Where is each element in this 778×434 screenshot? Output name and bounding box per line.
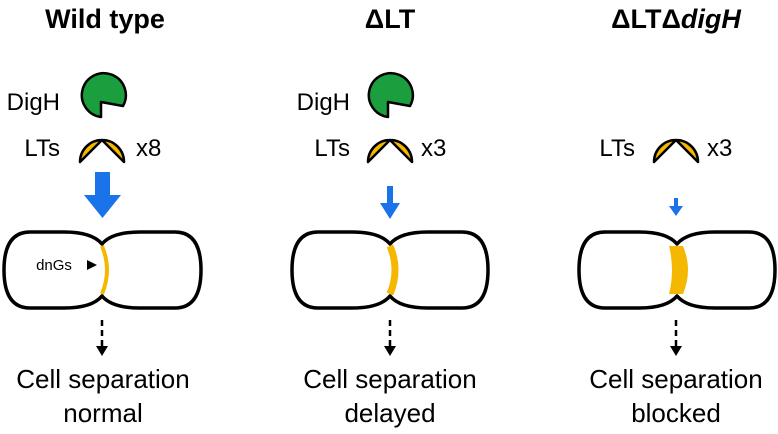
septum-label: dnGs — [36, 257, 72, 274]
process-arrow-icon — [384, 320, 396, 356]
digh-label: DigH — [7, 89, 60, 116]
process-arrow-icon — [670, 320, 682, 356]
outcome-line-2: blocked — [631, 398, 721, 428]
process-arrow-icon — [96, 320, 108, 356]
lts-label: LTs — [24, 135, 60, 162]
digh-label: DigH — [297, 89, 350, 116]
activity-arrow-icon — [380, 186, 400, 219]
outcome-line-1: Cell separation — [16, 364, 189, 394]
septum-pointer-icon — [87, 260, 97, 270]
outcome-line-2: normal — [63, 398, 142, 428]
panel-wild-type: Wild type DigH LTs x8 dnGs Cell separati… — [2, 4, 203, 428]
panel-title-main: ΔLTΔ — [611, 4, 681, 34]
dividing-cell-icon — [290, 230, 490, 310]
panel-delta-lt: ΔLT DigH LTs x3 Cell separation delayed — [290, 4, 490, 428]
lts-count: x3 — [421, 135, 446, 162]
septum-glycan-icon — [386, 244, 399, 296]
septum-glycan-icon — [669, 246, 688, 294]
digh-enzyme-icon — [367, 71, 415, 119]
lts-label: LTs — [314, 135, 350, 162]
lts-enzyme-icon — [652, 138, 700, 164]
lts-enzyme-icon — [78, 138, 126, 164]
lts-label: LTs — [599, 135, 635, 162]
panel-title: ΔLTΔdigH — [611, 4, 741, 34]
outcome-line-1: Cell separation — [589, 364, 762, 394]
panel-delta-lt-delta-digh: ΔLTΔdigH LTs x3 Cell separation blocked — [577, 4, 777, 428]
panel-title: Wild type — [45, 4, 165, 34]
activity-arrow-icon — [84, 172, 121, 218]
outcome-line-1: Cell separation — [303, 364, 476, 394]
lts-count: x3 — [707, 135, 732, 162]
outcome-line-2: delayed — [344, 398, 435, 428]
panel-title: ΔLT — [365, 4, 416, 34]
activity-arrow-icon — [669, 198, 683, 216]
dividing-cell-icon — [2, 230, 203, 310]
lts-count: x8 — [136, 135, 161, 162]
lts-enzyme-icon — [366, 138, 414, 164]
panel-title-italic: digH — [681, 4, 741, 34]
septum-glycan-icon — [100, 245, 109, 295]
digh-enzyme-icon — [80, 71, 128, 119]
